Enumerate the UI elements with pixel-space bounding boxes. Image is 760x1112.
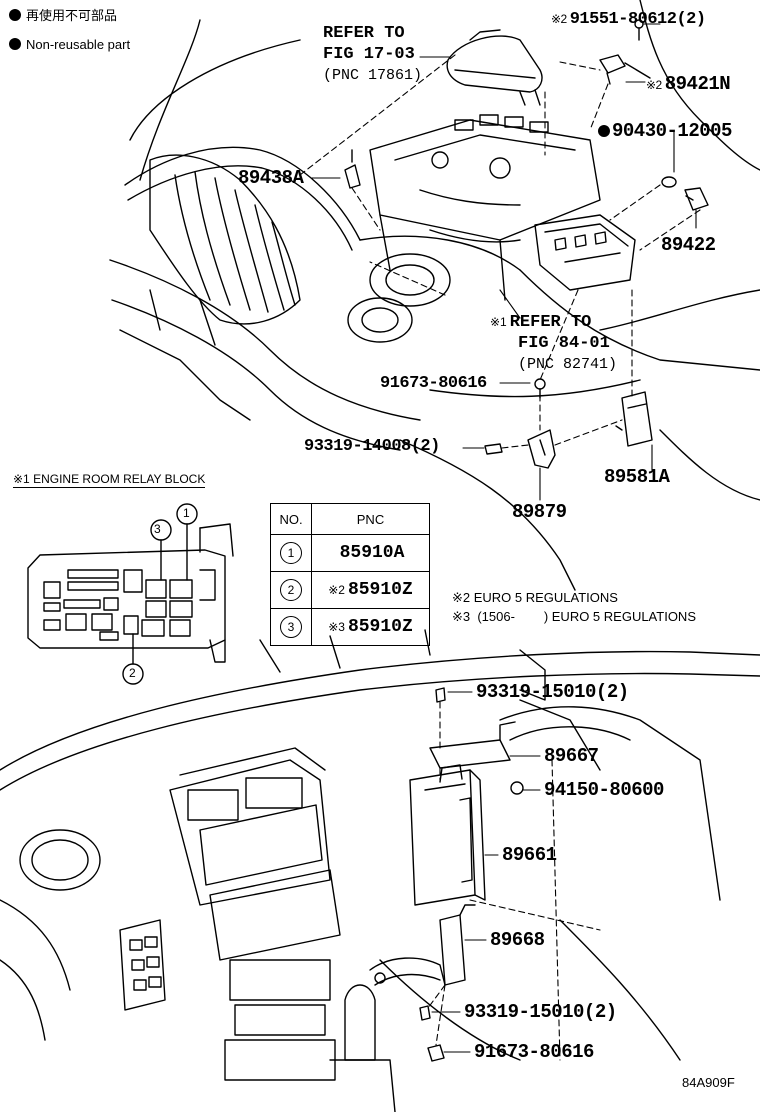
engine-bay-drawing <box>109 0 760 591</box>
part-89581A[interactable]: 89581A <box>604 466 670 488</box>
pnc-code: 85910Z <box>347 617 413 637</box>
pnc-table-header-no: NO. <box>270 503 312 535</box>
part-89661[interactable]: 89661 <box>502 844 557 866</box>
dashboard-drawing <box>0 629 760 1112</box>
part-93319-14008[interactable]: 93319-14008(2) <box>304 437 440 456</box>
relay-callout-1: 1 <box>183 506 190 520</box>
relay-callout-3: 3 <box>154 522 161 536</box>
legend-jp: 再使用不可部品 <box>9 9 117 22</box>
part-94150-80600[interactable]: 94150-80600 <box>544 779 664 801</box>
part-89422[interactable]: 89422 <box>661 234 716 256</box>
leader-lines-lower <box>427 701 601 1061</box>
non-reusable-bullet-icon <box>9 38 21 50</box>
figure-id: 84A909F <box>682 1075 735 1090</box>
pnc-table-header-pnc: PNC <box>311 503 430 535</box>
non-reusable-part-icon <box>598 125 610 137</box>
legend-en: Non-reusable part <box>9 38 130 51</box>
table-row[interactable]: 1 85910A <box>270 534 430 572</box>
part-93319-15010-lower[interactable]: 93319-15010(2) <box>464 1001 617 1023</box>
relay-callout-2: 2 <box>129 666 136 680</box>
part-89667[interactable]: 89667 <box>544 745 599 767</box>
row-number-badge: 1 <box>280 542 302 564</box>
note-euro5-1506: ※3 (1506- ) EURO 5 REGULATIONS <box>452 609 696 624</box>
part-93319-15010-upper[interactable]: 93319-15010(2) <box>476 681 629 703</box>
note-euro5: ※2 EURO 5 REGULATIONS <box>452 590 618 605</box>
part-91673-80616-upper[interactable]: 91673-80616 <box>380 374 487 393</box>
leader-lines-upper <box>299 54 701 449</box>
callout-leaders-upper <box>311 23 697 501</box>
relay-block-inset <box>27 503 234 685</box>
part-89668[interactable]: 89668 <box>490 929 545 951</box>
callout-leaders-lower <box>431 691 541 1053</box>
part-89438A[interactable]: 89438A <box>238 167 304 189</box>
relay-block-title: ※1 ENGINE ROOM RELAY BLOCK <box>13 472 206 488</box>
pnc-code: 85910Z <box>347 580 413 600</box>
pnc-code: 85910A <box>339 543 405 563</box>
refer-fig-17-03[interactable]: REFER TO FIG 17-03 (PNC 17861) <box>323 24 423 84</box>
part-90430-12005[interactable]: 90430-12005 <box>598 122 732 141</box>
non-reusable-bullet-icon <box>9 9 21 21</box>
row-number-badge: 3 <box>280 616 302 638</box>
row-number-badge: 2 <box>280 579 302 601</box>
part-89879[interactable]: 89879 <box>512 501 567 523</box>
part-91673-80616-lower[interactable]: 91673-80616 <box>474 1041 594 1063</box>
